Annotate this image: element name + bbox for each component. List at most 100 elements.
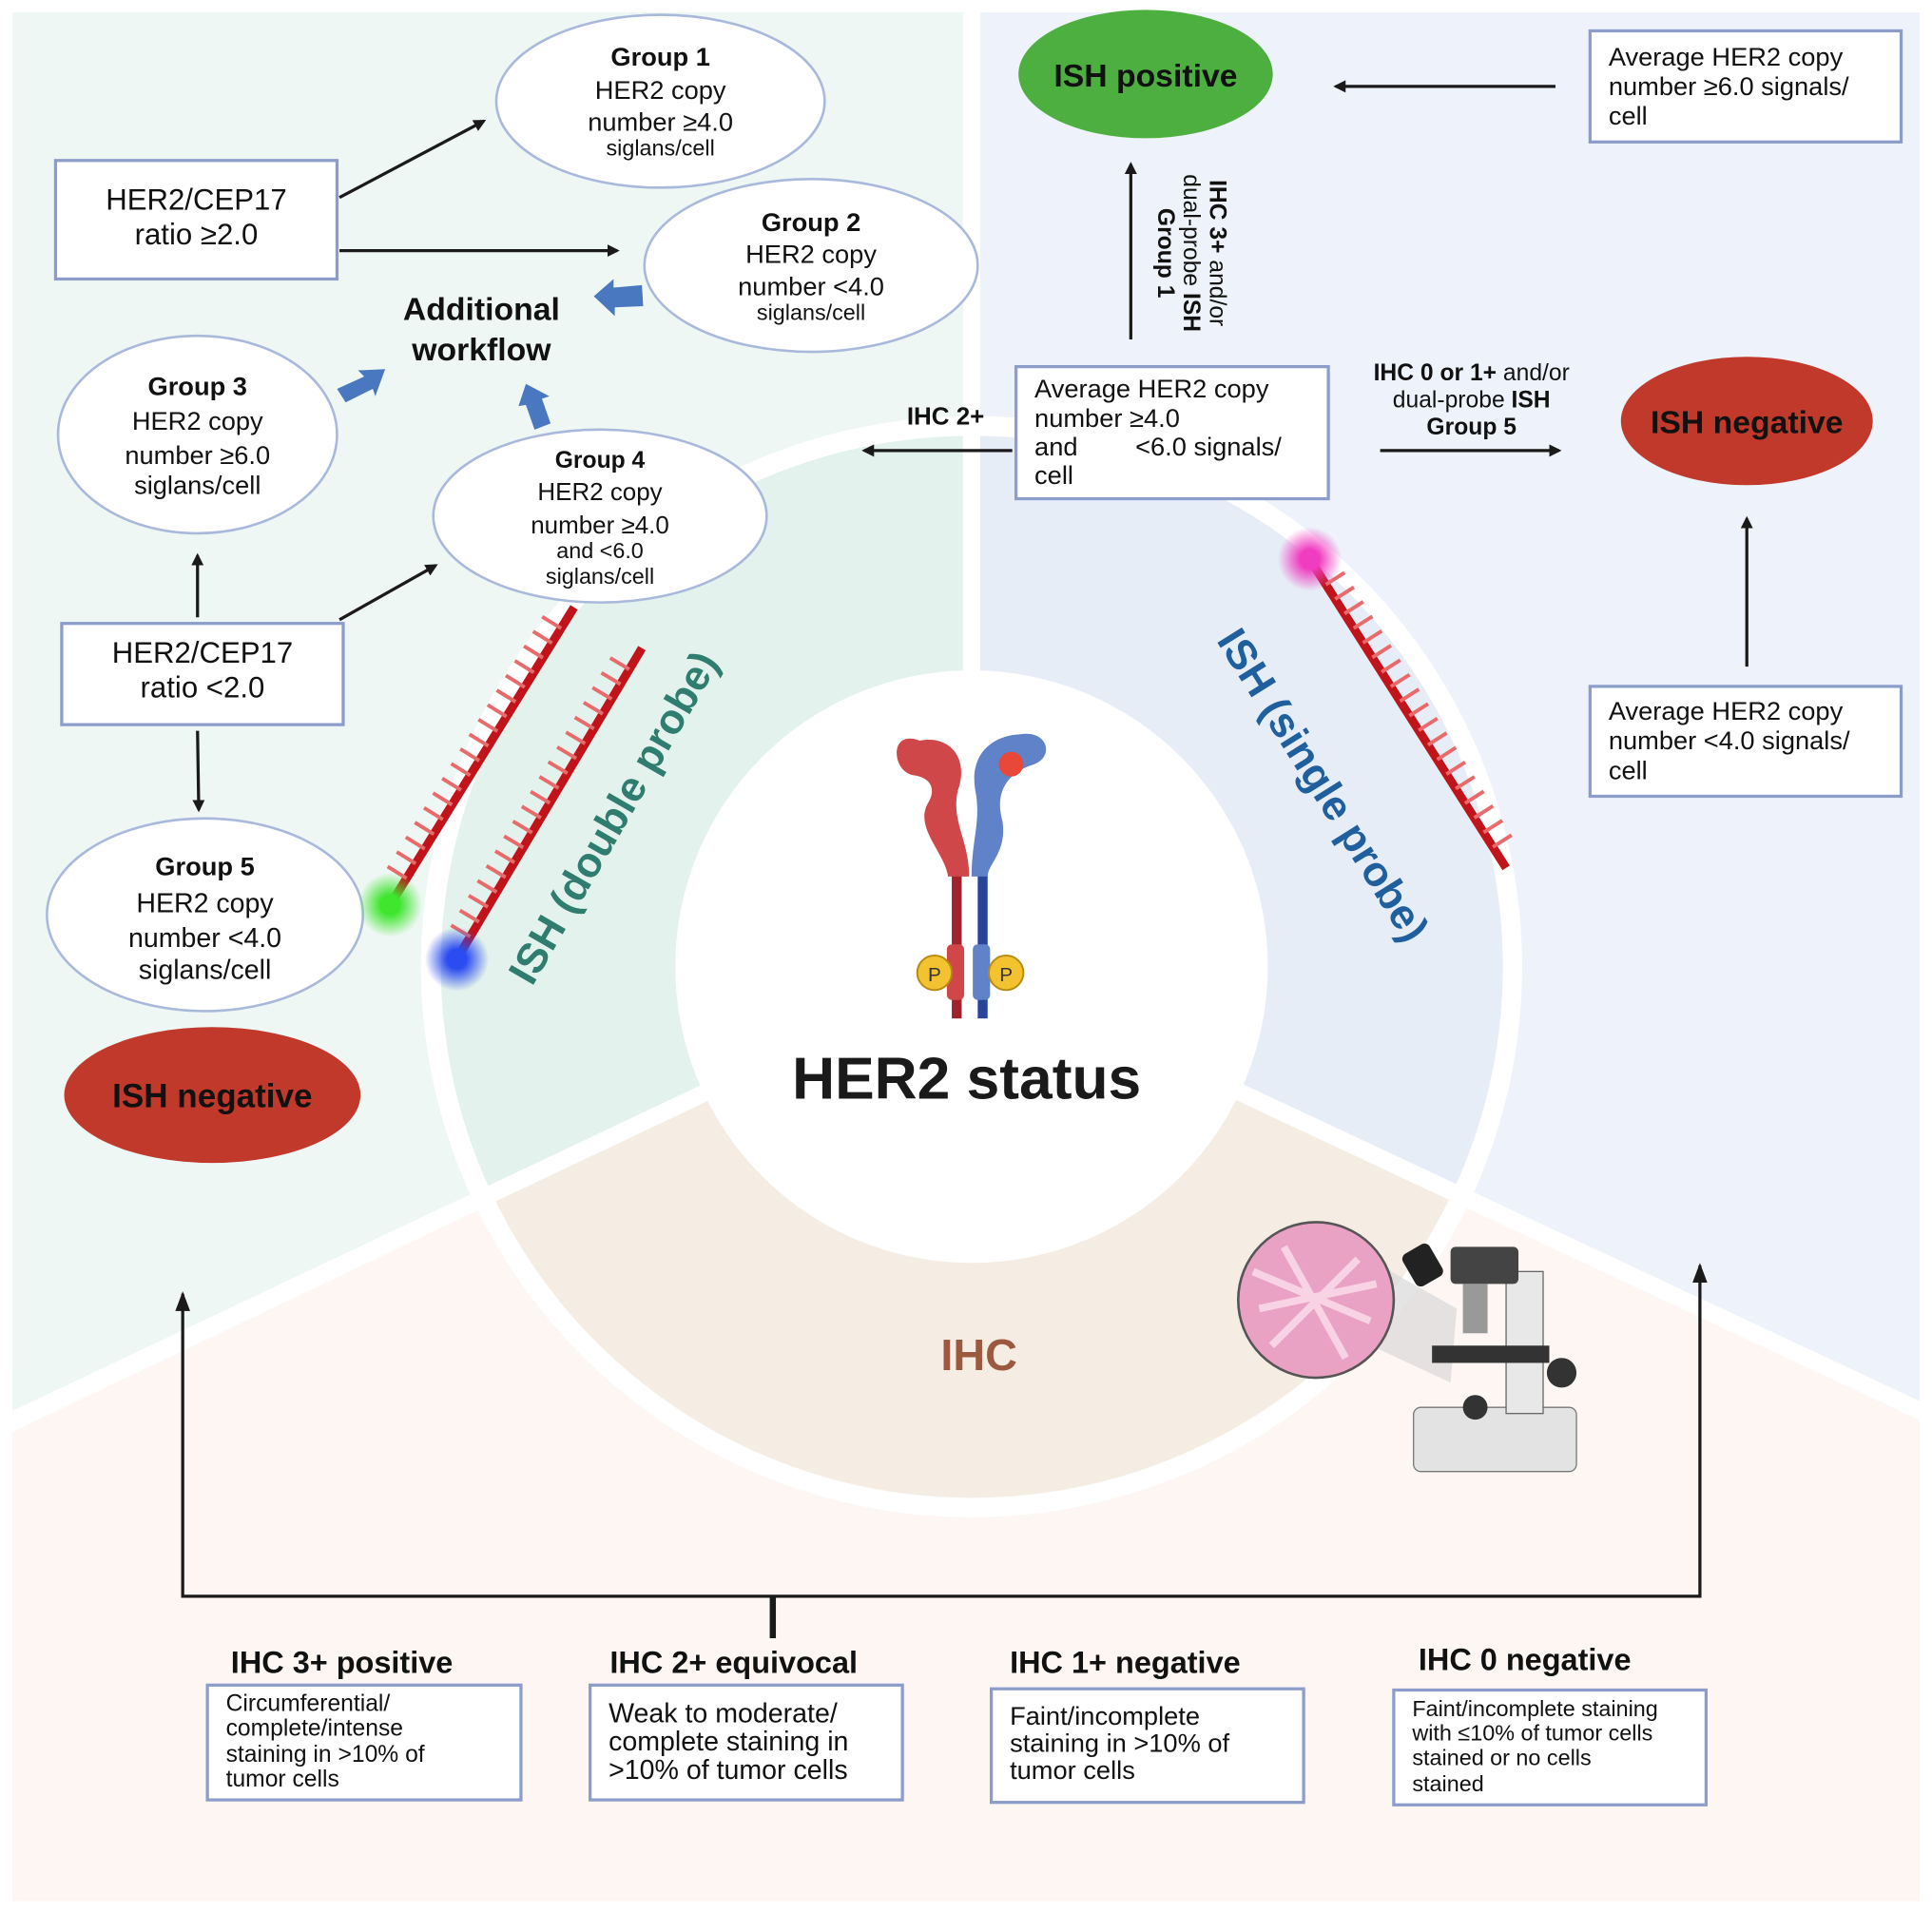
probe-tick — [432, 791, 454, 807]
svg-text:Group 1: Group 1 — [1152, 208, 1178, 299]
ihc-section-label: IHC — [940, 1330, 1016, 1380]
svg-text:P: P — [928, 964, 941, 986]
probe-tick — [1408, 702, 1430, 718]
probe-tick — [530, 789, 551, 805]
svg-text:ratio ≥2.0: ratio ≥2.0 — [135, 218, 259, 251]
arrow-to-group-4 — [338, 564, 438, 622]
ratio-high-box: HER2/CEP17 ratio ≥2.0 — [53, 159, 339, 281]
svg-text:staining in >10% of: staining in >10% of — [226, 1742, 425, 1768]
center-title: HER2 status — [792, 1047, 1141, 1112]
svg-text:and <6.0 signals/: and <6.0 signals/ — [1034, 432, 1282, 461]
ihc-2-plus-category: IHC 2+ equivocal Weak to moderate/ compl… — [589, 1645, 904, 1802]
probe-tick — [504, 673, 526, 689]
probe-tick — [1482, 819, 1504, 835]
group-2-ellipse: Group 2 HER2 copy number <4.0 siglans/ce… — [643, 177, 979, 354]
svg-text:number <4.0 signals/: number <4.0 signals/ — [1609, 725, 1850, 755]
svg-text:siglans/cell: siglans/cell — [139, 956, 272, 986]
probe-tick — [1436, 745, 1458, 762]
block-arrow-left-icon — [593, 279, 644, 317]
ihc-2-plus-label: IHC 2+ — [907, 402, 985, 431]
group-1-ellipse: Group 1 HER2 copy number ≥4.0 siglans/ce… — [494, 13, 826, 189]
single-probe-icon — [1277, 527, 1513, 871]
block-arrow-upright-icon — [337, 369, 386, 403]
pink-fluorescent-dot — [1277, 527, 1343, 591]
probe-tick — [1389, 672, 1411, 688]
microscope-icon — [1236, 1221, 1577, 1473]
probe-tick — [468, 732, 490, 748]
probe-tick — [441, 777, 462, 792]
probe-tick — [591, 686, 613, 701]
svg-text:P: P — [999, 964, 1013, 986]
her2-receptor-icon: P P — [897, 733, 1047, 1019]
probe-tick — [1399, 687, 1420, 704]
svg-text:IHC 3+ and/or: IHC 3+ and/or — [1204, 180, 1229, 326]
probe-tick — [396, 850, 417, 865]
probe-strand — [386, 605, 578, 908]
probe-tick — [600, 670, 622, 686]
probe-tick — [541, 614, 563, 630]
svg-text:dual-probe ISH: dual-probe ISH — [1178, 174, 1204, 332]
probe-tick — [609, 656, 630, 671]
double-probe-icon — [357, 605, 647, 992]
to-negative-label: IHC 0 or 1+ and/or dual-probe ISH Group … — [1374, 360, 1570, 440]
svg-text:ISH negative: ISH negative — [1651, 405, 1844, 441]
group-5-ellipse: Group 5 HER2 copy number <4.0 siglans/ce… — [46, 817, 365, 1013]
block-arrow-up-icon — [518, 383, 551, 430]
svg-text:Weak to moderate/: Weak to moderate/ — [609, 1698, 838, 1729]
svg-text:Faint/incomplete staining: Faint/incomplete staining — [1412, 1696, 1657, 1721]
svg-text:Group 5: Group 5 — [155, 852, 254, 881]
svg-text:number ≥6.0: number ≥6.0 — [125, 440, 270, 470]
arrow-to-group-1 — [338, 119, 487, 200]
ihc-3-plus-category: IHC 3+ positive Circumferential/ complet… — [205, 1645, 523, 1802]
probe-tick — [476, 879, 498, 894]
svg-text:HER2 copy: HER2 copy — [745, 240, 877, 269]
probe-tick — [512, 820, 533, 835]
svg-text:stained: stained — [1412, 1771, 1483, 1796]
probe-strand — [1305, 556, 1510, 871]
probe-tick — [503, 834, 525, 850]
probe-tick — [1492, 833, 1513, 849]
box-copy-high: Average HER2 copy number ≥6.0 signals/ c… — [1588, 29, 1903, 144]
block-arrow-icons — [337, 279, 644, 430]
group-3-ellipse: Group 3 HER2 copy number ≥6.0 siglans/ce… — [56, 334, 338, 535]
probe-tick — [556, 745, 578, 761]
svg-text:siglans/cell: siglans/cell — [757, 299, 865, 324]
svg-text:dual-probe ISH: dual-probe ISH — [1393, 387, 1551, 413]
probe-tick — [1426, 731, 1448, 747]
double-probe-section: HER2/CEP17 ratio ≥2.0 HER2/CEP17 ratio <… — [46, 13, 979, 1164]
svg-text:stained or no cells: stained or no cells — [1412, 1746, 1591, 1770]
probe-tick — [468, 894, 490, 909]
svg-text:number <4.0: number <4.0 — [128, 923, 281, 954]
svg-text:HER2/CEP17: HER2/CEP17 — [106, 184, 286, 217]
ratio-low-box: HER2/CEP17 ratio <2.0 — [60, 622, 345, 726]
svg-text:HER2 copy: HER2 copy — [595, 75, 726, 105]
svg-text:cell: cell — [1034, 460, 1073, 490]
probe-tick — [1455, 775, 1476, 791]
probe-tick — [485, 864, 507, 879]
svg-text:siglans/cell: siglans/cell — [607, 136, 715, 161]
probe-tick — [404, 835, 426, 851]
svg-text:Average HER2 copy: Average HER2 copy — [1609, 42, 1844, 71]
additional-workflow-label-2: workflow — [411, 332, 551, 368]
svg-text:Average HER2 copy: Average HER2 copy — [1609, 696, 1844, 725]
ish-negative-right: ISH negative — [1620, 357, 1873, 486]
probe-tick — [538, 775, 560, 790]
svg-text:Group 3: Group 3 — [148, 371, 247, 400]
probe-tick — [459, 747, 481, 763]
svg-text:and <6.0: and <6.0 — [556, 538, 644, 563]
svg-text:ratio <2.0: ratio <2.0 — [141, 671, 265, 705]
svg-text:IHC 0 or 1+ and/or: IHC 0 or 1+ and/or — [1374, 360, 1570, 386]
svg-text:>10% of tumor cells: >10% of tumor cells — [609, 1755, 848, 1786]
probe-tick — [1371, 644, 1393, 660]
svg-text:Group 1: Group 1 — [610, 42, 709, 71]
probe-tick — [1381, 658, 1401, 674]
svg-text:cell: cell — [1609, 101, 1648, 130]
svg-text:Group 2: Group 2 — [762, 207, 860, 237]
probe-tick — [1352, 614, 1374, 630]
svg-text:HER2/CEP17: HER2/CEP17 — [112, 636, 293, 669]
probe-tick — [523, 644, 545, 660]
blue-fluorescent-dot — [424, 927, 490, 992]
svg-text:staining in >10% of: staining in >10% of — [1010, 1728, 1229, 1757]
additional-workflow-label: Additional — [403, 291, 560, 327]
svg-text:Faint/incomplete: Faint/incomplete — [1010, 1701, 1200, 1730]
